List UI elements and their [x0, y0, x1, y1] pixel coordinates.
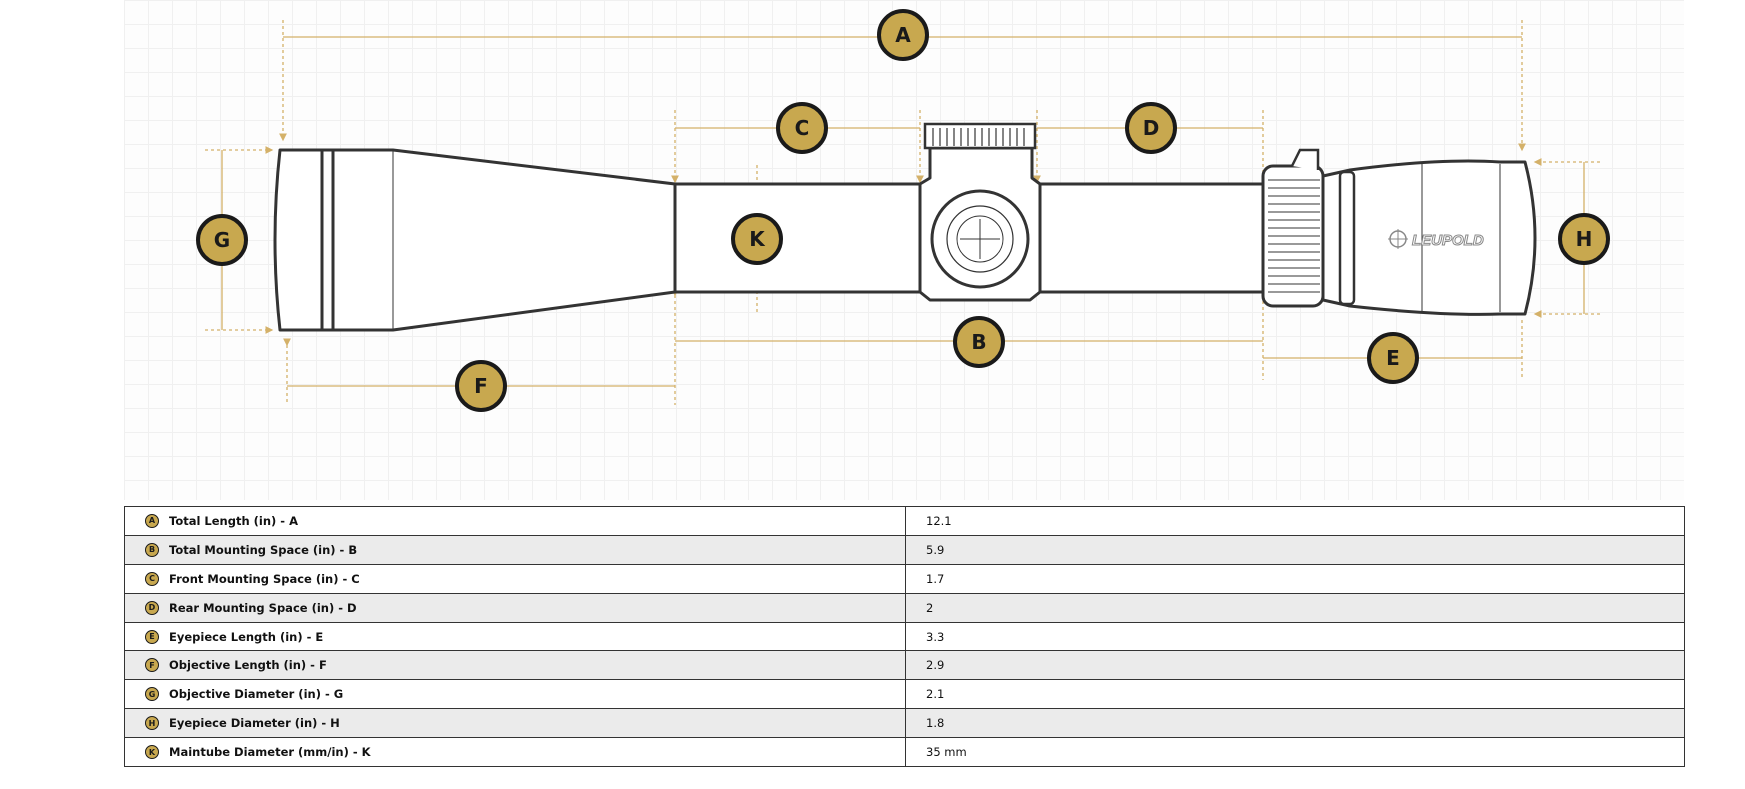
letter-badge-icon: B	[145, 542, 159, 557]
marker-C: C	[776, 102, 828, 154]
svg-text:D: D	[1143, 116, 1160, 140]
spec-value: 12.1	[926, 513, 952, 528]
spec-label: Eyepiece Length (in) - E	[169, 629, 324, 644]
spec-label: Front Mounting Space (in) - C	[169, 571, 360, 586]
spec-label-cell: G Objective Diameter (in) - G	[124, 679, 906, 710]
svg-text:E: E	[1386, 346, 1400, 370]
spec-value: 1.7	[926, 571, 945, 586]
marker-B: B	[953, 316, 1005, 368]
table-row: E Eyepiece Length (in) - E 3.3	[124, 621, 1685, 652]
spec-value: 2	[926, 600, 934, 615]
spec-value: 35 mm	[926, 745, 967, 760]
svg-text:H: H	[1576, 227, 1593, 251]
marker-D: D	[1125, 102, 1177, 154]
table-row: D Rear Mounting Space (in) - D 2	[124, 592, 1685, 623]
spec-label-cell: H Eyepiece Diameter (in) - H	[124, 708, 906, 739]
svg-text:A: A	[895, 23, 911, 47]
spec-value-cell: 1.8	[905, 708, 1685, 739]
svg-text:G: G	[214, 228, 230, 252]
marker-H: H	[1558, 213, 1610, 265]
dimension-markers: A B C D E F G H K	[196, 9, 1610, 412]
letter-badge-icon: G	[145, 687, 159, 702]
eyepiece-ring	[1338, 170, 1356, 306]
table-row: A Total Length (in) - A 12.1	[124, 506, 1685, 536]
table-row: K Maintube Diameter (mm/in) - K 35 mm	[124, 737, 1685, 768]
spec-label: Eyepiece Diameter (in) - H	[169, 716, 340, 731]
scope-details	[320, 150, 1501, 330]
spec-label-cell: C Front Mounting Space (in) - C	[124, 563, 906, 594]
marker-E: E	[1367, 332, 1419, 384]
spec-value-cell: 5.9	[905, 534, 1685, 565]
spec-value-cell: 1.7	[905, 563, 1685, 594]
spec-value-cell: 2.9	[905, 650, 1685, 681]
svg-text:K: K	[749, 227, 766, 251]
letter-badge-icon: C	[145, 571, 159, 586]
letter-badge-icon: H	[145, 716, 159, 731]
spec-label-cell: B Total Mounting Space (in) - B	[124, 534, 906, 565]
scope-diagram: LEUPOLD A B C D E F G H K	[196, 9, 1610, 412]
svg-text:F: F	[474, 374, 488, 398]
letter-badge-icon: E	[145, 629, 159, 644]
table-row: C Front Mounting Space (in) - C 1.7	[124, 563, 1685, 594]
spec-label-cell: F Objective Length (in) - F	[124, 650, 906, 681]
svg-text:C: C	[795, 116, 810, 140]
spec-label-cell: A Total Length (in) - A	[124, 506, 906, 536]
svg-text:LEUPOLD: LEUPOLD	[1412, 232, 1484, 249]
letter-badge-icon: A	[145, 513, 159, 528]
spec-value-cell: 2.1	[905, 679, 1685, 710]
marker-G: G	[196, 214, 248, 266]
spec-value-cell: 12.1	[905, 506, 1685, 536]
spec-value: 5.9	[926, 542, 945, 557]
table-row: F Objective Length (in) - F 2.9	[124, 650, 1685, 681]
spec-label: Maintube Diameter (mm/in) - K	[169, 745, 371, 760]
spec-value: 2.9	[926, 658, 945, 673]
spec-label-cell: K Maintube Diameter (mm/in) - K	[124, 737, 906, 768]
spec-label-cell: E Eyepiece Length (in) - E	[124, 621, 906, 652]
letter-badge-icon: F	[145, 658, 159, 673]
spec-value-cell: 35 mm	[905, 737, 1685, 768]
spec-value: 1.8	[926, 716, 945, 731]
spec-label: Total Length (in) - A	[169, 513, 298, 528]
spec-label: Objective Diameter (in) - G	[169, 687, 344, 702]
windage-cap	[930, 189, 1030, 289]
spec-value-cell: 2	[905, 592, 1685, 623]
spec-value-cell: 3.3	[905, 621, 1685, 652]
spec-label-cell: D Rear Mounting Space (in) - D	[124, 592, 906, 623]
power-ring-knurling	[1268, 179, 1320, 293]
specs-table: A Total Length (in) - A 12.1 B Total Mount…	[124, 506, 1685, 768]
spec-label: Total Mounting Space (in) - B	[169, 542, 358, 557]
throw-lever	[1290, 148, 1320, 170]
spec-value: 3.3	[926, 629, 945, 644]
marker-F: F	[455, 360, 507, 412]
spec-label: Rear Mounting Space (in) - D	[169, 600, 357, 615]
table-row: B Total Mounting Space (in) - B 5.9	[124, 534, 1685, 565]
elevation-turret	[923, 122, 1037, 150]
table-row: G Objective Diameter (in) - G 2.1	[124, 679, 1685, 710]
table-row: H Eyepiece Diameter (in) - H 1.8	[124, 708, 1685, 739]
letter-badge-icon: K	[145, 745, 159, 760]
brand-logo: LEUPOLD	[1388, 229, 1484, 250]
spec-value: 2.1	[926, 687, 945, 702]
svg-text:B: B	[971, 330, 986, 354]
marker-K: K	[731, 213, 783, 265]
letter-badge-icon: D	[145, 600, 159, 615]
turret-knurling	[932, 128, 1025, 146]
spec-label: Objective Length (in) - F	[169, 658, 327, 673]
marker-A: A	[877, 9, 929, 61]
